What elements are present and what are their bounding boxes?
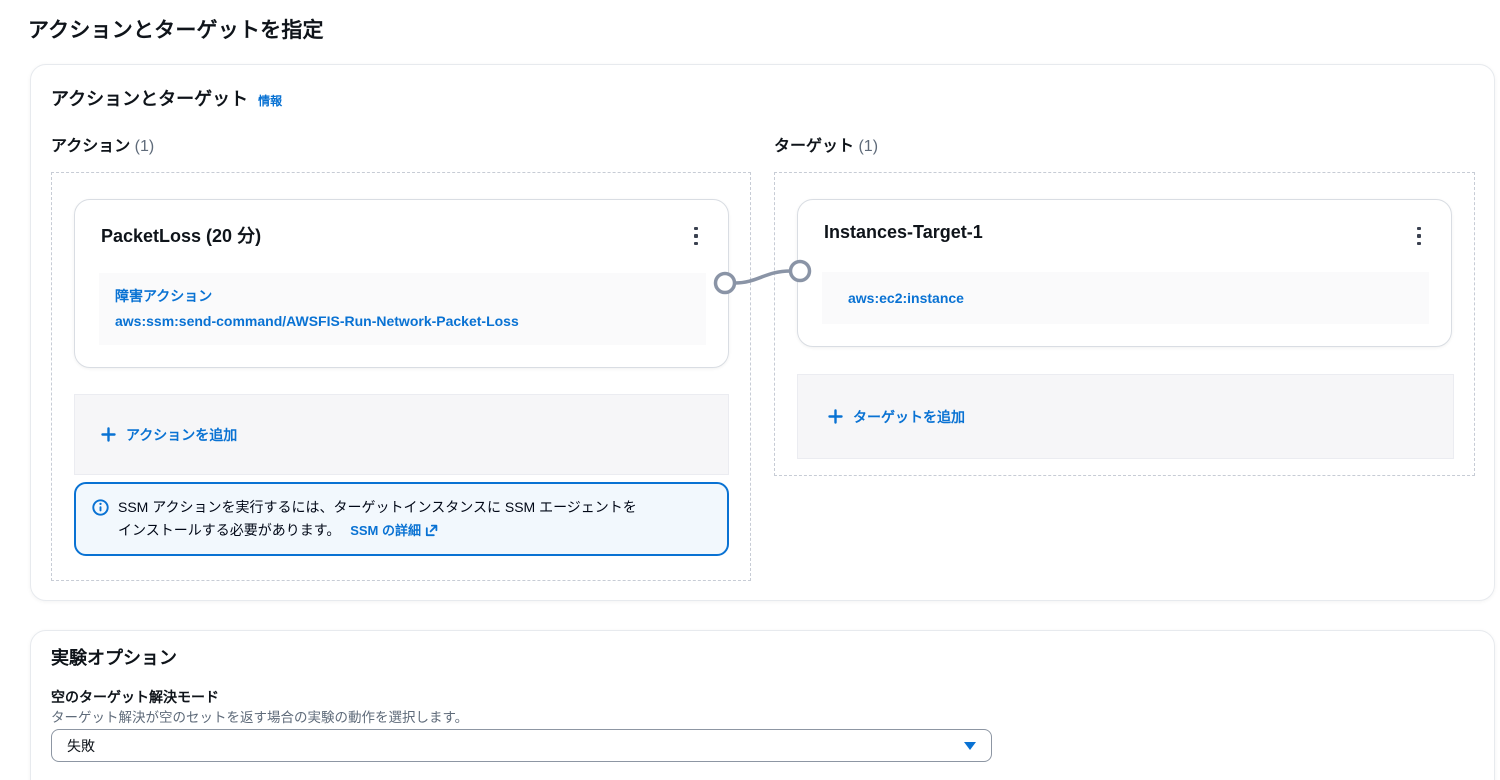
actions-column-label: アクション (1) — [51, 138, 155, 155]
empty-target-resolution-label: 空のターゲット解決モード — [51, 689, 219, 705]
fault-action-id-link[interactable]: aws:ssm:send-command/AWSFIS-Run-Network-… — [115, 313, 519, 329]
kebab-menu-icon[interactable] — [1407, 222, 1431, 250]
target-resource-summary: aws:ec2:instance — [822, 272, 1429, 324]
info-link[interactable]: 情報 — [258, 94, 283, 108]
experiment-options-title: 実験オプション — [51, 648, 177, 668]
target-card[interactable]: Instances-Target-1 aws:ec2:instance — [797, 199, 1452, 347]
actions-count: (1) — [134, 138, 155, 155]
plus-icon — [828, 409, 843, 424]
kebab-menu-icon[interactable] — [684, 222, 708, 250]
add-action-label: アクションを追加 — [126, 426, 238, 443]
actions-drop-zone: PacketLoss (20 分) 障害アクション aws:ssm:send-c… — [51, 172, 751, 581]
targets-drop-zone: Instances-Target-1 aws:ec2:instance ターゲッ… — [774, 172, 1475, 476]
targets-count: (1) — [858, 138, 879, 155]
card-title: アクションとターゲット — [51, 89, 249, 109]
info-icon — [92, 499, 109, 516]
add-target-button[interactable]: ターゲットを追加 — [797, 374, 1454, 459]
empty-target-resolution-description: ターゲット解決が空のセットを返す場合の実験の動作を選択します。 — [51, 710, 469, 725]
ssm-info-alert: SSM アクションを実行するには、ターゲットインスタンスに SSM エージェント… — [74, 482, 729, 556]
empty-target-resolution-select[interactable]: 失敗 — [51, 729, 992, 762]
plus-icon — [101, 427, 116, 442]
ssm-details-link[interactable]: SSM の詳細 — [350, 523, 438, 538]
add-target-label: ターゲットを追加 — [853, 408, 965, 425]
action-fault-summary: 障害アクション aws:ssm:send-command/AWSFIS-Run-… — [99, 273, 706, 345]
action-card-title: PacketLoss (20 分) — [101, 226, 262, 246]
chevron-down-icon — [964, 741, 976, 750]
fault-action-label-link[interactable]: 障害アクション — [115, 288, 213, 304]
resource-type-link[interactable]: aws:ec2:instance — [848, 290, 964, 306]
external-link-icon — [425, 524, 438, 537]
page-title: アクションとターゲットを指定 — [28, 19, 324, 42]
select-value: 失敗 — [67, 737, 95, 754]
alert-message: SSM アクションを実行するには、ターゲットインスタンスに SSM エージェント… — [118, 499, 637, 538]
actions-targets-card: アクションとターゲット 情報 アクション (1) ターゲット (1) Packe… — [30, 64, 1495, 601]
add-action-button[interactable]: アクションを追加 — [74, 394, 729, 475]
action-card[interactable]: PacketLoss (20 分) 障害アクション aws:ssm:send-c… — [74, 199, 729, 368]
card-header: アクションとターゲット 情報 — [51, 85, 282, 111]
experiment-options-card: 実験オプション 空のターゲット解決モード ターゲット解決が空のセットを返す場合の… — [30, 630, 1495, 780]
targets-column-label: ターゲット (1) — [774, 138, 879, 155]
target-card-title: Instances-Target-1 — [824, 222, 983, 242]
